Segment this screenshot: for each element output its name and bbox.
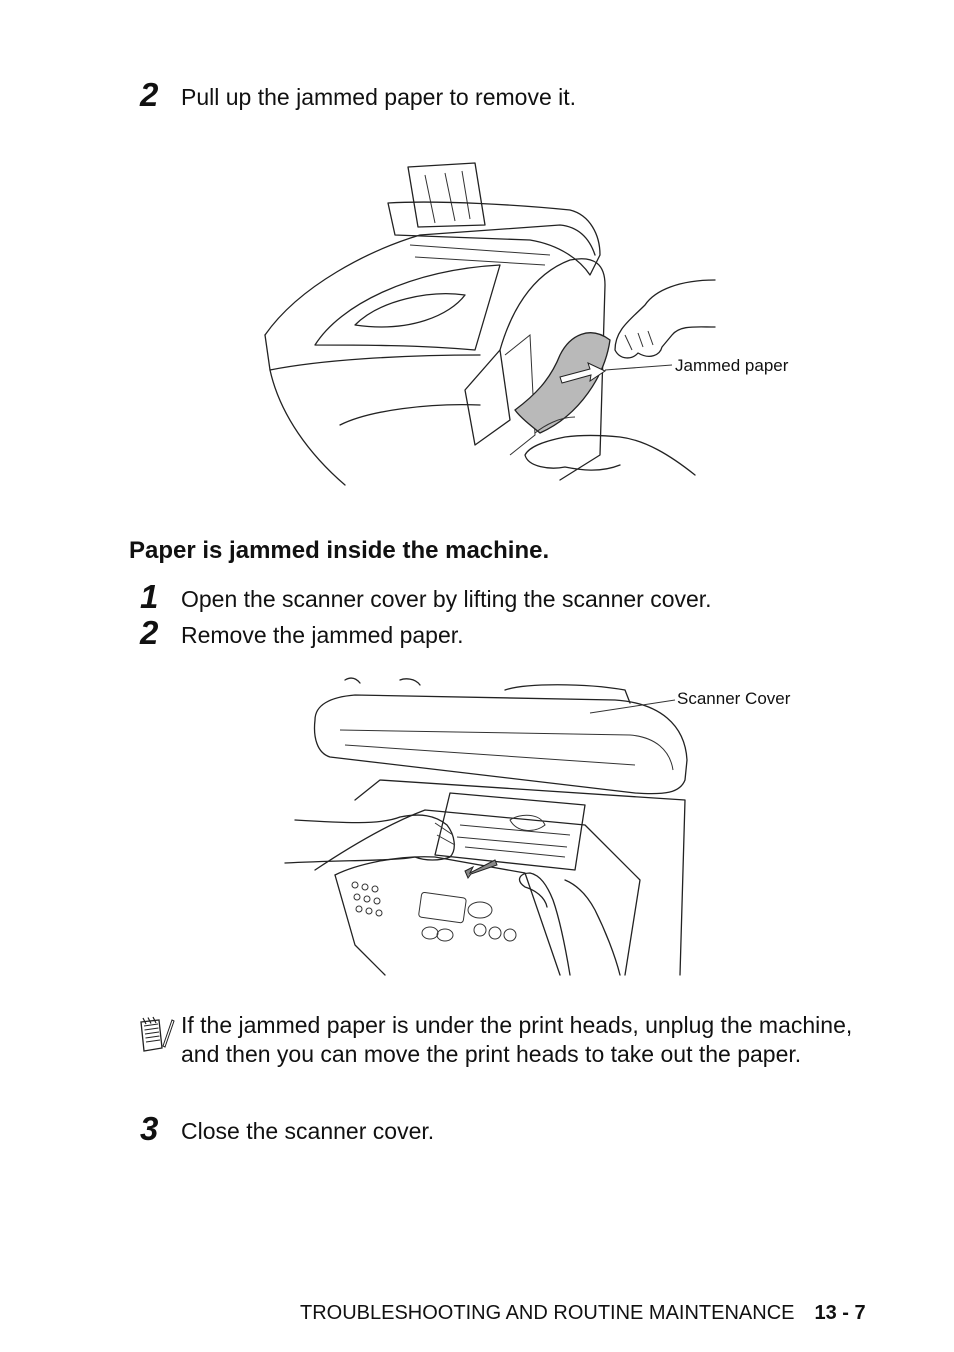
jammed-paper-callout: Jammed paper [675,356,789,375]
step-text: Pull up the jammed paper to remove it. [181,84,577,110]
page-footer: TROUBLESHOOTING AND ROUTINE MAINTENANCE 1… [300,1302,866,1325]
note-pad-icon [137,1014,175,1054]
jammed-paper-illustration [260,155,730,490]
step-text: Open the scanner cover by lifting the sc… [181,586,712,612]
section-heading: Paper is jammed inside the machine. [129,537,550,564]
note-text: If the jammed paper is under the print h… [181,1012,853,1067]
step-number: 2 [140,76,159,113]
step-number: 2 [140,614,159,651]
scanner-cover-callout: Scanner Cover [677,689,791,708]
page-number: 13 - 7 [814,1302,866,1324]
step-number: 3 [140,1110,159,1147]
step-number: 1 [140,578,159,615]
step-text: Remove the jammed paper. [181,622,464,648]
footer-section-title: TROUBLESHOOTING AND ROUTINE MAINTENANCE [300,1302,795,1324]
scanner-cover-illustration [284,675,690,976]
step-text: Close the scanner cover. [181,1118,435,1144]
